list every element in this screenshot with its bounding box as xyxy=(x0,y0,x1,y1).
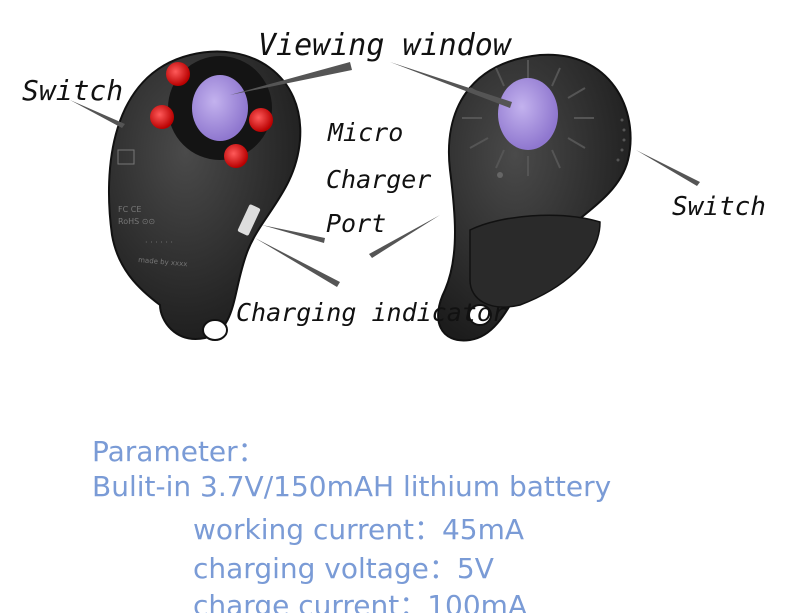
lens-icon xyxy=(192,75,248,141)
charging-indicator-label: Charging indicator xyxy=(236,298,507,327)
working-current-spec: working current：45mA xyxy=(193,513,525,546)
device-front-icon: FC CE RoHS ⊙⊙ · · · · · · made by xxxx xyxy=(108,50,302,341)
svg-text:· · · · · ·: · · · · · · xyxy=(145,238,173,247)
parameter-heading: Parameter： xyxy=(92,435,266,468)
switch-right-label: Switch xyxy=(672,192,766,222)
charging-voltage-spec: charging voltage：5V xyxy=(193,552,494,585)
led-icon xyxy=(249,108,273,132)
svg-text:RoHS ⊙⊙: RoHS ⊙⊙ xyxy=(118,217,155,226)
micro-label: Micro xyxy=(328,118,404,147)
svg-text:FC CE: FC CE xyxy=(118,205,141,214)
charger-label: Charger xyxy=(326,165,432,194)
callout-pointers xyxy=(70,62,700,287)
led-icon xyxy=(224,144,248,168)
battery-spec: Bulit-in 3.7V/150mAH lithium battery xyxy=(92,470,612,503)
port-label: Port xyxy=(326,209,387,238)
switch-left-label: Switch xyxy=(22,74,124,107)
device-back-icon xyxy=(437,53,632,342)
viewing-window-label: Viewing window xyxy=(258,28,511,63)
charge-current-spec: charge current：100mA xyxy=(193,589,528,613)
led-icon xyxy=(166,62,190,86)
led-icon xyxy=(150,105,174,129)
lens-icon xyxy=(498,78,558,150)
